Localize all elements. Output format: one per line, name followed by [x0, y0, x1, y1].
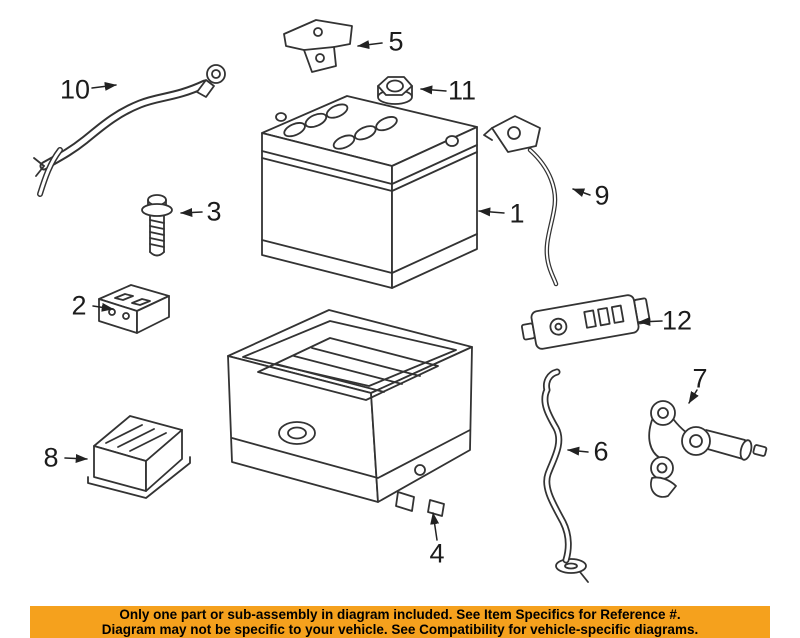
- support-rod-illustration: [541, 368, 589, 583]
- callout-number-5: 5: [388, 26, 404, 57]
- callout-number-3: 3: [206, 196, 222, 227]
- bracket-illustration: [283, 19, 353, 73]
- callout-number-1: 1: [509, 198, 525, 229]
- mount-bracket-illustration: [648, 400, 768, 498]
- callout-number-11: 11: [447, 75, 477, 106]
- callout-arrows: [64, 40, 699, 541]
- callout-number-7: 7: [692, 363, 708, 394]
- sensor-wire-illustration: [483, 115, 559, 287]
- callout-number-2: 2: [71, 290, 87, 321]
- module-illustration: [520, 294, 651, 350]
- cover-illustration: [87, 415, 191, 499]
- callout-number-4: 4: [429, 538, 445, 569]
- disclaimer-line-2: Diagram may not be specific to your vehi…: [101, 622, 699, 637]
- callout-number-8: 8: [43, 442, 59, 473]
- callout-number-9: 9: [594, 180, 610, 211]
- callout-number-10: 10: [59, 74, 91, 105]
- negative-cable-illustration: [33, 64, 226, 197]
- disclaimer-banner: Only one part or sub-assembly in diagram…: [30, 606, 770, 638]
- battery-illustration: [261, 95, 478, 289]
- battery-tray-illustration: [227, 309, 473, 517]
- nut-illustration: [377, 76, 413, 105]
- callout-number-12: 12: [661, 305, 693, 336]
- callout-number-6: 6: [593, 436, 609, 467]
- bolt-illustration: [141, 194, 173, 257]
- disclaimer-line-1: Only one part or sub-assembly in diagram…: [119, 607, 681, 622]
